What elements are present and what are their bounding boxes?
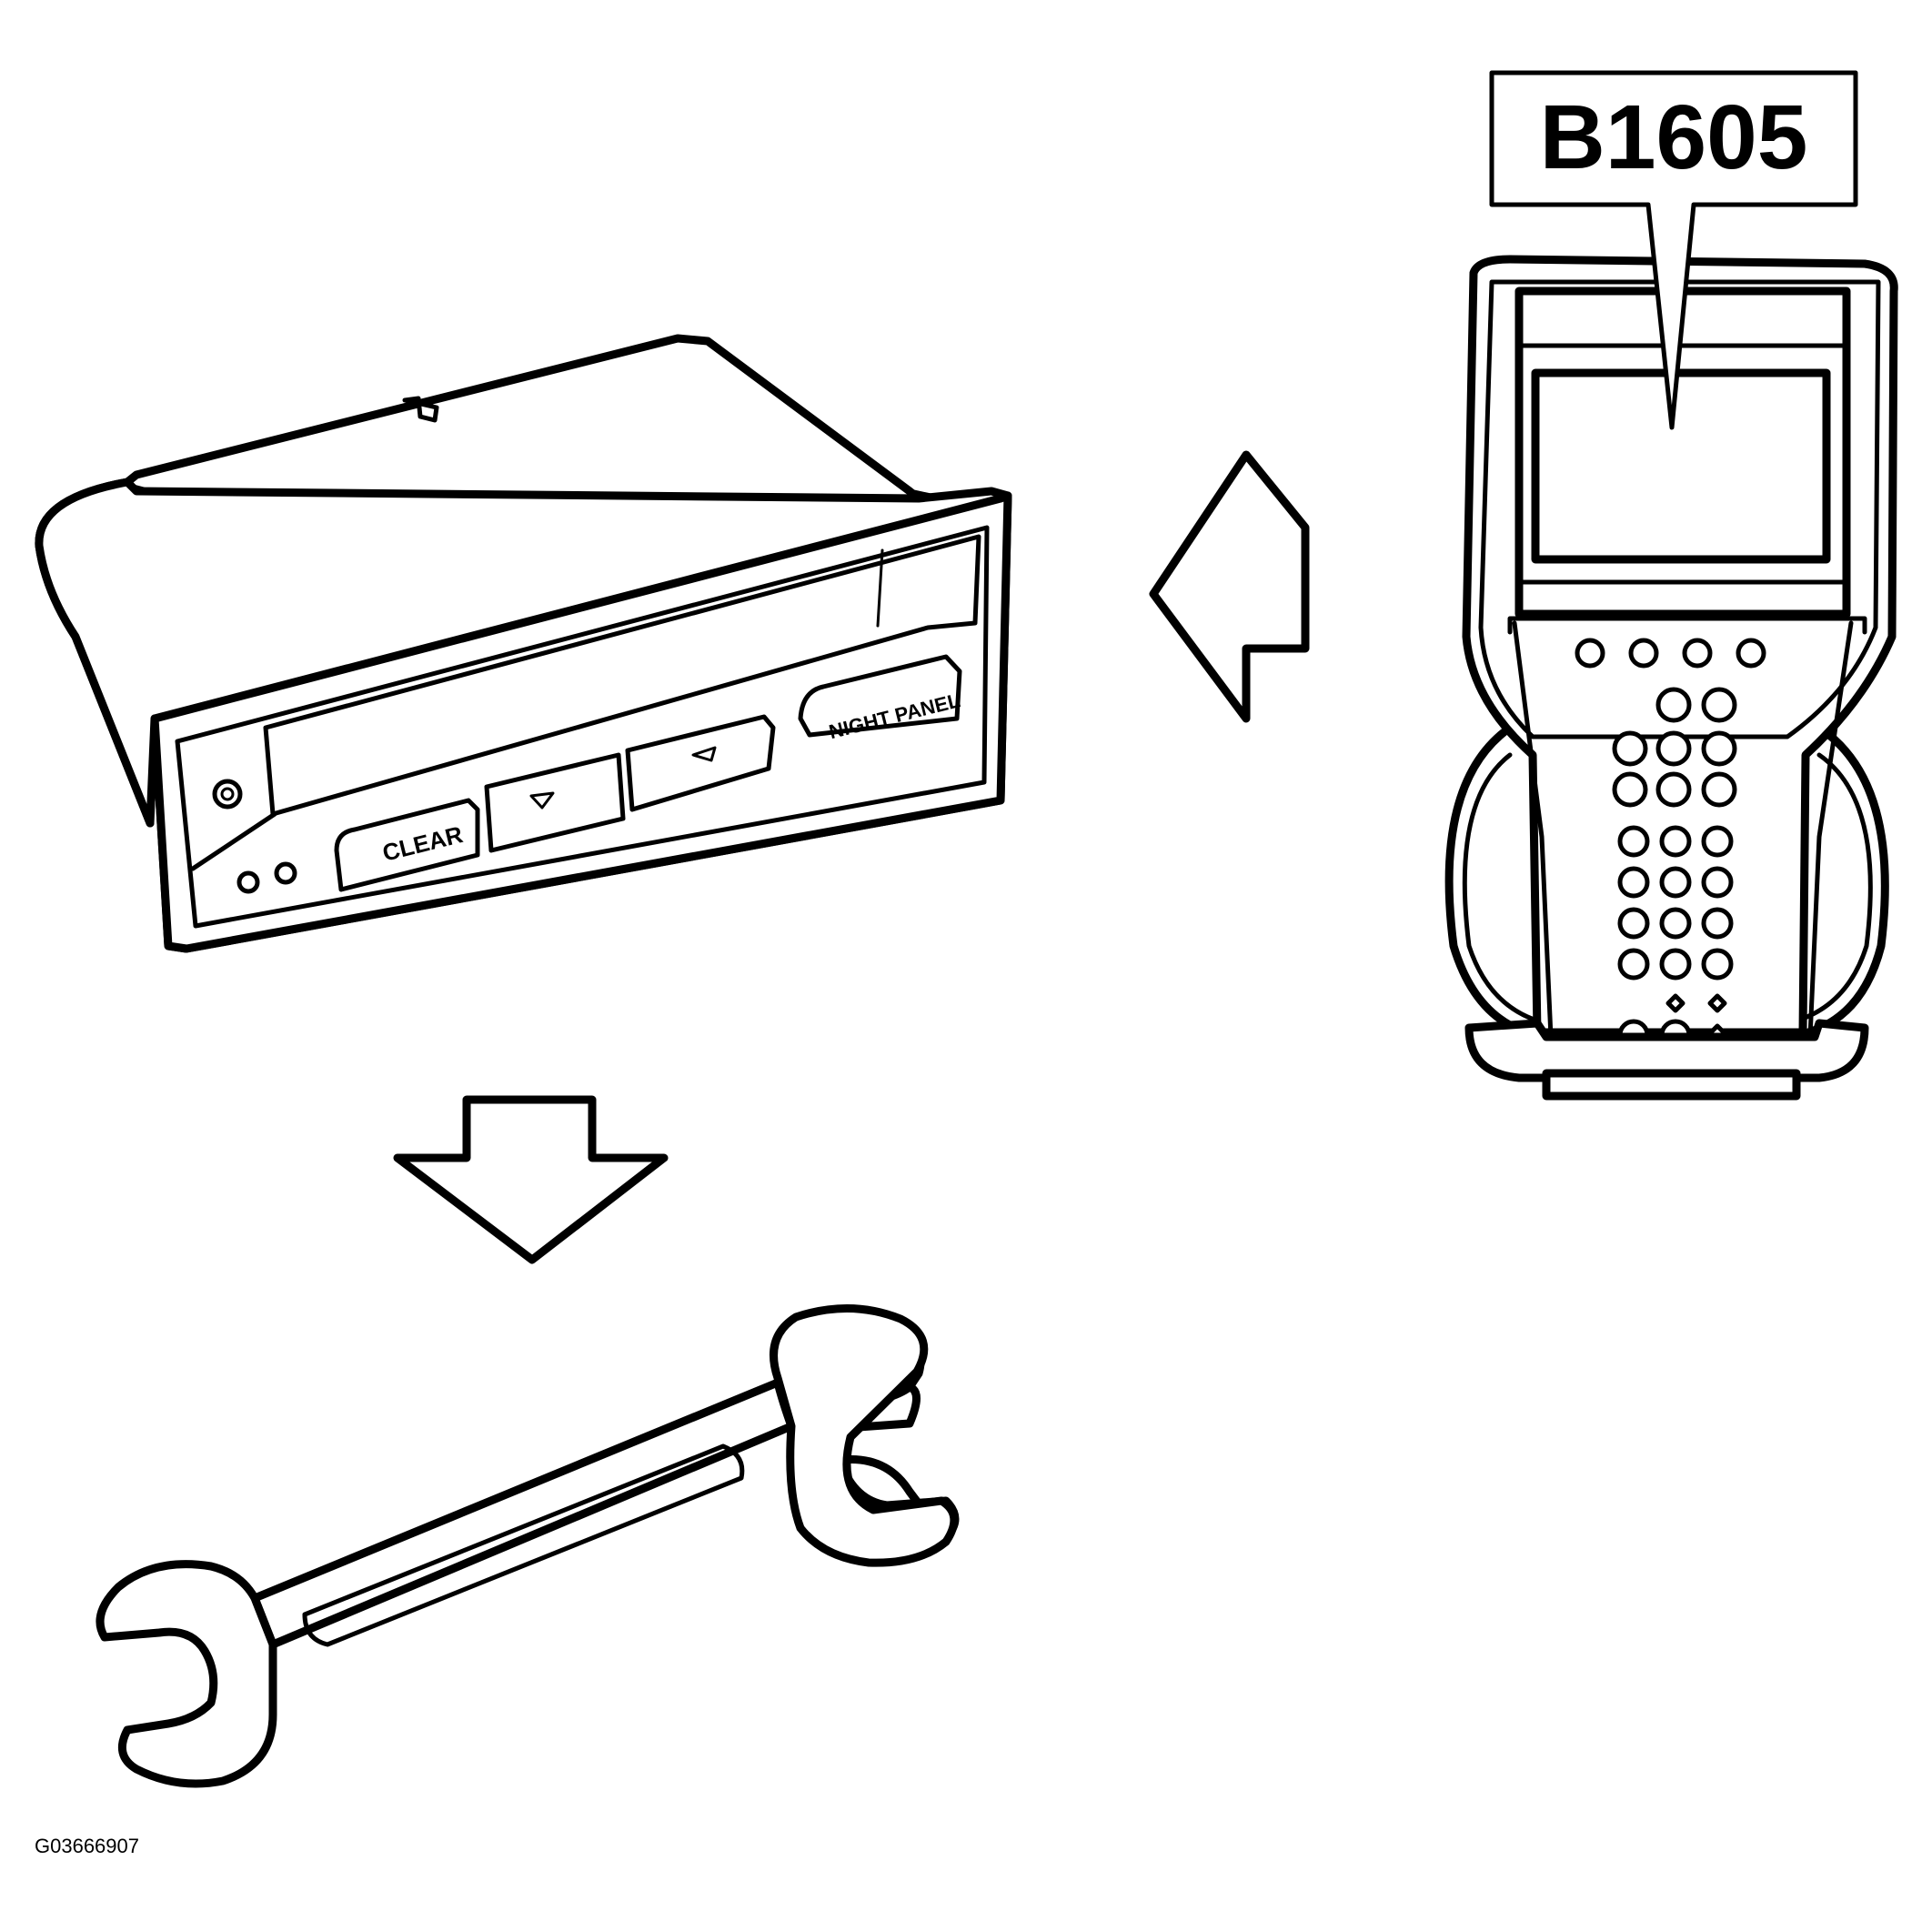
callout-box (1489, 70, 1858, 430)
keypad-key[interactable] (1612, 730, 1648, 767)
wrench-groove (302, 1443, 745, 1647)
scan-tool-icon (1444, 255, 1898, 1101)
keypad-key[interactable] (1617, 907, 1650, 940)
strap-left-inner (1462, 752, 1549, 1026)
wrench-icon (96, 1303, 960, 1788)
display-window (263, 534, 981, 817)
knob-center (220, 787, 235, 801)
arrow-up-button[interactable] (625, 714, 776, 812)
keypad-key[interactable] (1701, 825, 1734, 858)
tool-screen (1531, 368, 1831, 564)
tool-shell-inner (1478, 279, 1881, 739)
control-panel-unit: CLEAR NIGHT PANEL (35, 334, 1012, 953)
bezel-diagonal (190, 811, 277, 871)
up-triangle-icon (691, 746, 717, 762)
keypad-key[interactable] (1655, 730, 1692, 767)
night-panel-button[interactable] (798, 654, 962, 738)
keypad-key[interactable] (1701, 948, 1734, 981)
keypad-key-diamond[interactable] (1707, 993, 1727, 1013)
housing-top (123, 334, 923, 503)
keypad-key[interactable] (1655, 771, 1692, 808)
keypad-key[interactable] (1701, 771, 1737, 808)
function-key[interactable] (1736, 638, 1766, 669)
indicator-led (274, 861, 297, 885)
keypad-key[interactable] (1701, 730, 1737, 767)
down-triangle-icon (529, 791, 555, 810)
function-key[interactable] (1575, 638, 1605, 669)
function-keys (1575, 638, 1766, 669)
display-divider (876, 548, 884, 628)
arrow-down-button[interactable] (484, 752, 626, 853)
code-callout: B1605 (1489, 70, 1858, 430)
wrench-head-left (96, 1560, 277, 1788)
keypad-key[interactable] (1659, 866, 1692, 899)
keypad-key[interactable] (1659, 907, 1692, 940)
keypad-key[interactable] (1617, 948, 1650, 981)
keypad-key[interactable] (1612, 771, 1648, 808)
tool-bumper (1464, 1019, 1869, 1082)
function-key[interactable] (1682, 638, 1713, 669)
strap-right-inner (1785, 752, 1873, 1026)
down-arrow-icon (393, 1095, 669, 1264)
callout-code: B1605 (1540, 86, 1808, 188)
keypad-key-diamond[interactable] (1665, 993, 1685, 1013)
clear-button[interactable] (334, 798, 480, 892)
tool-base (1542, 1069, 1801, 1101)
keypad-top (1507, 616, 1867, 635)
keypad-key[interactable] (1701, 907, 1734, 940)
keypad-key[interactable] (1659, 825, 1692, 858)
keypad-key[interactable] (1617, 866, 1650, 899)
keypad-key[interactable] (1617, 825, 1650, 858)
power-knob[interactable] (212, 779, 243, 810)
keypad-edges (1512, 620, 1854, 1040)
keypad-key[interactable] (1701, 687, 1737, 723)
keypad (1612, 687, 1737, 1051)
figure-id: G03666907 (35, 1835, 139, 1857)
mount-clip (402, 396, 439, 423)
wrench-handle (250, 1378, 796, 1649)
strap-left (1444, 723, 1551, 1041)
keypad-key[interactable] (1655, 687, 1692, 723)
keypad-key[interactable] (1701, 866, 1734, 899)
wrench-head-right (770, 1303, 959, 1567)
indicator-led (236, 870, 260, 894)
keypad-key[interactable] (1659, 948, 1692, 981)
function-key[interactable] (1628, 638, 1659, 669)
left-arrow-icon (1149, 450, 1310, 723)
